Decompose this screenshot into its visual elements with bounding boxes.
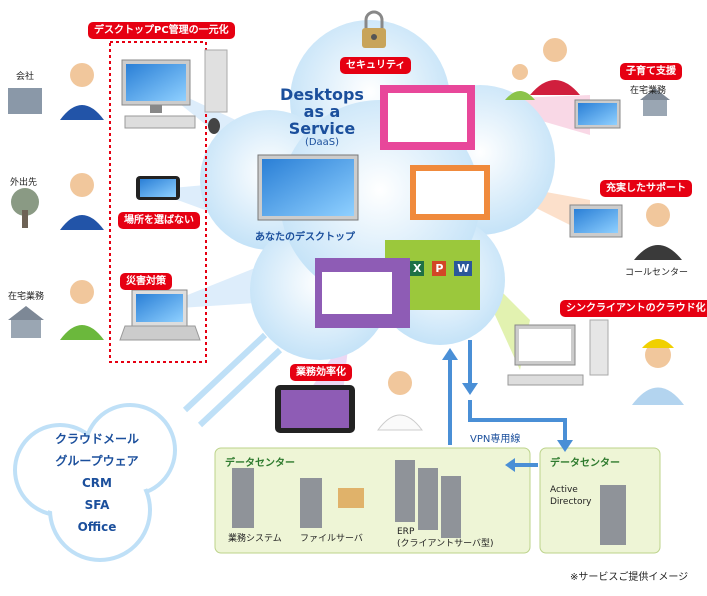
label-erp-type: (クライアントサーバ型) xyxy=(397,539,494,549)
server-file xyxy=(300,478,322,528)
vpn-label: VPN専用線 xyxy=(470,434,521,445)
cloud-services-list: クラウドメール グループウェア CRM SFA Office xyxy=(32,428,162,538)
tag-efficiency: 業務効率化 xyxy=(290,364,352,381)
folder-icon xyxy=(338,488,364,508)
daas-subtitle: (DaaS) xyxy=(304,137,340,148)
label-call-center: コールセンター xyxy=(625,268,689,278)
mother xyxy=(543,38,567,62)
excel-icon: X xyxy=(410,261,425,276)
worker xyxy=(645,342,671,368)
service-groupware: グループウェア xyxy=(55,454,139,468)
label-file-server: ファイルサーバ xyxy=(300,534,363,544)
tag-thin-client: シンクライアントのクラウド化 xyxy=(560,300,707,317)
tag-support: 充実したサポート xyxy=(600,180,692,197)
server-erp-2 xyxy=(418,468,438,530)
server-business xyxy=(232,468,254,528)
service-crm: CRM xyxy=(82,476,112,490)
operator xyxy=(646,203,670,227)
services-cloud xyxy=(13,403,177,562)
tag-security: セキュリティ xyxy=(340,57,412,74)
server-ad xyxy=(600,485,626,545)
footnote: ※サービスご提供イメージ xyxy=(570,572,689,583)
person-outside xyxy=(60,173,104,230)
label-outside: 外出先 xyxy=(10,178,38,188)
nurse xyxy=(388,371,412,395)
house-icon xyxy=(8,306,44,320)
laptop-home xyxy=(119,289,201,341)
managed-pcs-box xyxy=(109,41,207,363)
thin-client xyxy=(507,319,609,386)
person-office xyxy=(60,63,104,120)
house-right xyxy=(640,88,670,100)
datacenter-right-title: データセンター xyxy=(550,458,620,469)
label-home: 在宅業務 xyxy=(8,292,45,302)
label-active: Active xyxy=(550,485,578,495)
label-business-system: 業務システム xyxy=(228,534,282,544)
server-erp-1 xyxy=(395,460,415,522)
daas-title: Desktops as a Service xyxy=(262,86,382,137)
service-cloud-mail: クラウドメール xyxy=(54,432,139,446)
powerpoint-icon: P xyxy=(432,261,447,276)
label-home-right: 在宅業務 xyxy=(630,86,667,96)
tree-icon xyxy=(11,188,39,216)
your-desktop-label: あなたのデスクトップ xyxy=(255,232,355,243)
office-icons: X P W xyxy=(410,261,473,276)
tag-childcare: 子育て支援 xyxy=(620,63,682,80)
tag-disaster: 災害対策 xyxy=(120,273,172,290)
datacenter-main-title: データセンター xyxy=(225,458,295,469)
daas-title-line-2: as a xyxy=(303,102,341,121)
label-directory: Directory xyxy=(550,497,592,507)
tag-central-management: デスクトップPC管理の一元化 xyxy=(88,22,235,39)
label-office: 会社 xyxy=(16,72,35,82)
child xyxy=(512,64,528,80)
desktop-pc xyxy=(121,49,228,134)
central-monitor xyxy=(257,154,359,221)
label-erp: ERP xyxy=(397,527,415,537)
service-sfa: SFA xyxy=(84,498,110,512)
sync-arrows xyxy=(182,332,283,428)
daas-title-line-1: Desktops xyxy=(280,85,364,104)
daas-title-line-3: Service xyxy=(288,119,356,138)
office-building xyxy=(8,88,42,114)
word-icon: W xyxy=(454,261,473,276)
service-office: Office xyxy=(77,520,117,534)
tag-anywhere: 場所を選ばない xyxy=(118,212,200,229)
person-home xyxy=(60,280,104,340)
lock-icon xyxy=(362,10,386,48)
server-erp-3 xyxy=(441,476,461,538)
